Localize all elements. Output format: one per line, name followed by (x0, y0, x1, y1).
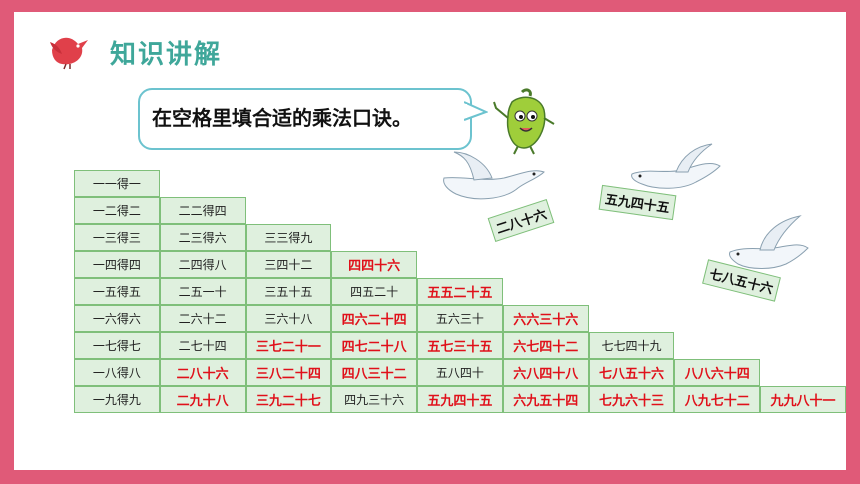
table-row: 一七得七二七十四三七二十一四七二十八五七三十五六七四十二七七四十九 (74, 332, 846, 359)
answer-cell: 六七四十二 (502, 332, 589, 359)
empty-cell (589, 251, 675, 278)
table-cell: 三四十二 (245, 251, 332, 278)
table-row: 一一得一 (74, 170, 846, 197)
table-cell: 一二得二 (74, 197, 160, 224)
empty-cell (589, 224, 675, 251)
answer-cell: 四七二十八 (331, 332, 418, 359)
empty-cell (760, 305, 846, 332)
empty-cell (246, 197, 332, 224)
table-row: 一八得八二八十六三八二十四四八三十二五八四十六八四十八七八五十六八八六十四 (74, 359, 846, 386)
table-cell: 一六得六 (74, 305, 160, 332)
empty-cell (503, 251, 589, 278)
table-cell: 一四得四 (74, 251, 160, 278)
table-cell: 一一得一 (74, 170, 160, 197)
answer-cell: 三九二十七 (245, 386, 332, 413)
empty-cell (589, 278, 675, 305)
table-cell: 一三得三 (74, 224, 160, 251)
answer-cell: 四四十六 (331, 251, 418, 278)
table-cell: 七七四十九 (588, 332, 675, 359)
answer-cell: 六八四十八 (502, 359, 589, 386)
table-cell: 三五十五 (245, 278, 332, 305)
table-cell: 五六三十 (417, 305, 503, 332)
table-cell: 二二得四 (159, 197, 246, 224)
empty-cell (674, 305, 760, 332)
table-cell: 二六十二 (159, 305, 246, 332)
speech-bubble-tail (464, 101, 488, 121)
table-cell: 一八得八 (74, 359, 160, 386)
empty-cell (674, 332, 760, 359)
speech-bubble: 在空格里填合适的乘法口诀。 (138, 88, 472, 150)
table-cell: 一七得七 (74, 332, 160, 359)
answer-cell: 五五二十五 (417, 278, 503, 305)
table-row: 一三得三二三得六三三得九 (74, 224, 846, 251)
answer-cell: 二八十六 (159, 359, 246, 386)
empty-cell (331, 224, 417, 251)
answer-cell: 七八五十六 (588, 359, 675, 386)
prompt-text: 在空格里填合适的乘法口诀。 (152, 106, 412, 130)
table-cell: 二五一十 (159, 278, 246, 305)
empty-cell (160, 170, 246, 197)
dove-icon (631, 143, 721, 189)
dove-icon (443, 151, 545, 200)
answer-cell: 五七三十五 (417, 332, 503, 359)
empty-cell (760, 170, 846, 197)
table-cell: 三六十八 (245, 305, 332, 332)
dove-icon (729, 215, 809, 269)
table-cell: 三三得九 (245, 224, 332, 251)
answer-cell: 八八六十四 (674, 359, 761, 386)
table-cell: 二七十四 (159, 332, 246, 359)
answer-cell: 六六三十六 (502, 305, 589, 332)
green-pepper-icon (493, 88, 555, 155)
section-title: 知识讲解 (110, 40, 223, 70)
answer-cell: 四八三十二 (331, 359, 418, 386)
answer-cell: 二九十八 (159, 386, 246, 413)
empty-cell (760, 332, 846, 359)
table-cell: 四九三十六 (331, 386, 418, 413)
table-cell: 二三得六 (159, 224, 246, 251)
answer-cell: 七九六十三 (588, 386, 675, 413)
empty-cell (417, 251, 503, 278)
table-cell: 二四得八 (159, 251, 246, 278)
answer-cell: 三七二十一 (245, 332, 332, 359)
table-row: 一四得四二四得八三四十二四四十六 (74, 251, 846, 278)
table-cell: 一五得五 (74, 278, 160, 305)
slide: 知识讲解 在空格里填合适的乘法口诀。 一一得一一二得二二二得四一三得三二三得六三… (14, 12, 846, 470)
empty-cell (589, 305, 675, 332)
answer-cell: 五九四十五 (417, 386, 503, 413)
table-row: 一二得二二二得四 (74, 197, 846, 224)
table-cell: 一九得九 (74, 386, 160, 413)
table-row: 一五得五二五一十三五十五四五二十五五二十五 (74, 278, 846, 305)
multiplication-table: 一一得一一二得二二二得四一三得三二三得六三三得九一四得四二四得八三四十二四四十六… (74, 170, 846, 413)
table-cell: 四五二十 (331, 278, 418, 305)
answer-cell: 九九八十一 (760, 386, 846, 413)
answer-cell: 八九七十二 (674, 386, 761, 413)
empty-cell (246, 170, 332, 197)
answer-cell: 四六二十四 (331, 305, 418, 332)
table-cell: 五八四十 (417, 359, 503, 386)
red-bird-icon (50, 37, 88, 70)
table-row: 一九得九二九十八三九二十七四九三十六五九四十五六九五十四七九六十三八九七十二九九… (74, 386, 846, 413)
empty-cell (760, 359, 846, 386)
table-row: 一六得六二六十二三六十八四六二十四五六三十六六三十六 (74, 305, 846, 332)
empty-cell (503, 278, 589, 305)
answer-cell: 六九五十四 (502, 386, 589, 413)
answer-cell: 三八二十四 (245, 359, 332, 386)
empty-cell (331, 197, 417, 224)
empty-cell (331, 170, 417, 197)
